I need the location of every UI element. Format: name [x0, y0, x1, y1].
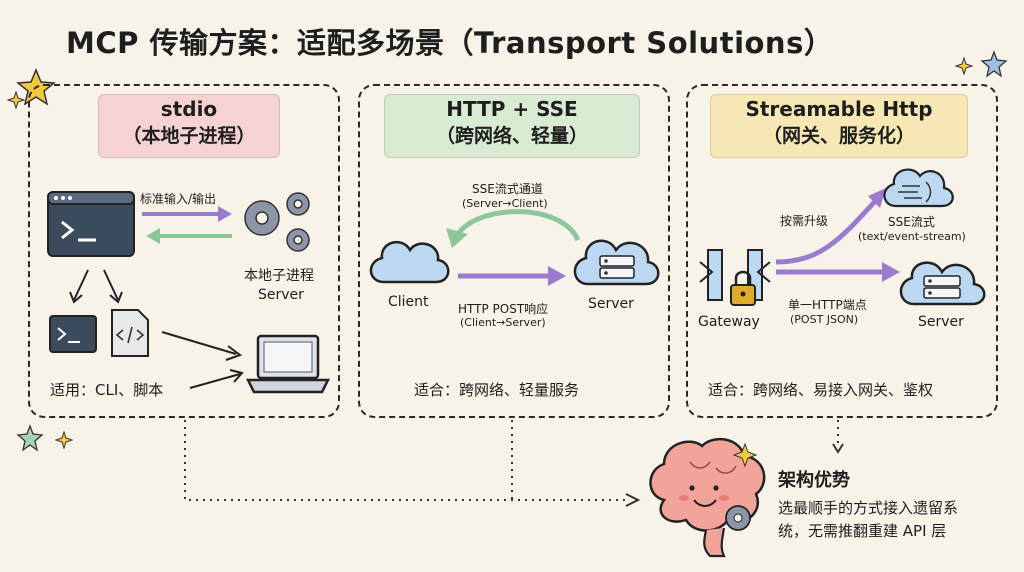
advantage-title: 架构优势: [778, 466, 850, 492]
gear-icon: [726, 506, 750, 530]
advantage-line-1: 选最顺手的方式接入遗留系: [778, 497, 958, 518]
advantage-line-2: 统，无需推翻重建 API 层: [778, 520, 946, 541]
